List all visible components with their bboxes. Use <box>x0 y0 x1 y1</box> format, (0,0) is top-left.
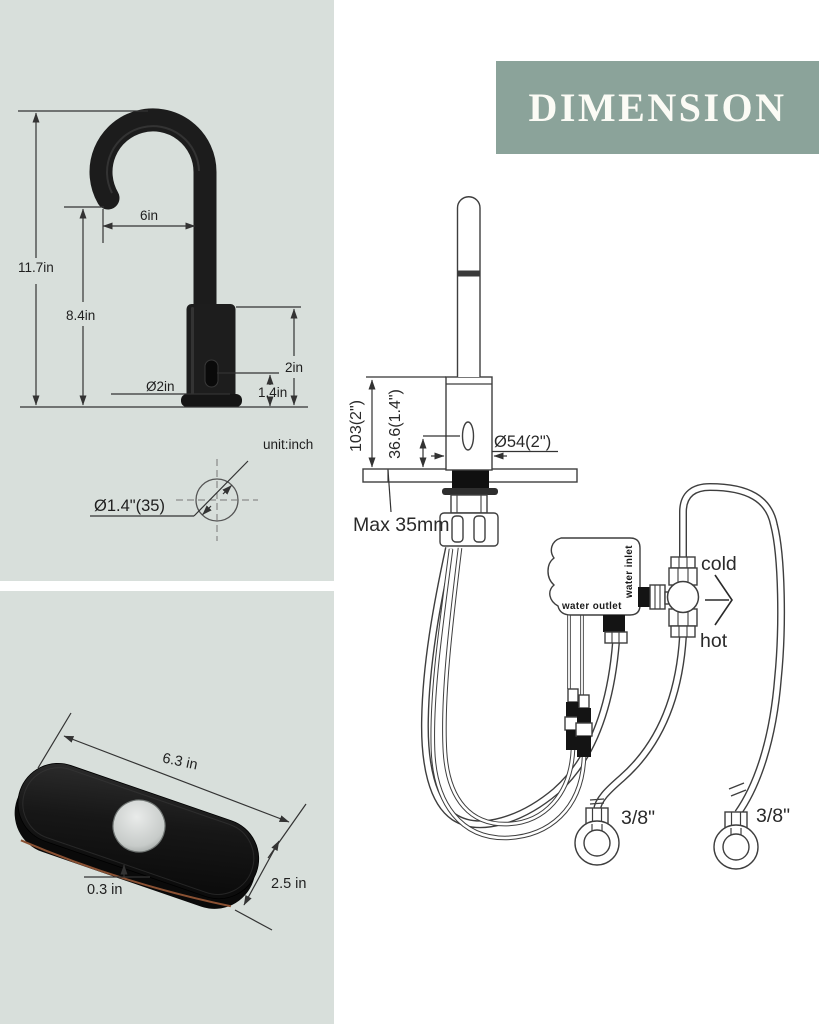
hose-ring-fitting-left <box>574 807 620 866</box>
shank-flange <box>442 488 498 495</box>
spout-height-label: 8.4in <box>66 308 95 323</box>
faucet-photo <box>89 108 242 407</box>
faucet-dimension-drawing: 11.7in 8.4in 6in 2in 1.4in Ø2in <box>18 108 313 541</box>
plate-width-label: 2.5 in <box>271 876 306 892</box>
cold-hot-callout: cold hot <box>700 553 737 652</box>
deck-plate-photo <box>14 762 260 909</box>
cold-supply-hose <box>679 482 786 816</box>
installation-diagram: 3/8" 3/8" water outlet water inlet <box>348 196 790 870</box>
copper-edge-accent <box>20 839 232 908</box>
sensor-height-label: 1.4in <box>258 385 287 400</box>
spout-highlight <box>106 125 200 194</box>
sensor-window <box>204 359 219 388</box>
faucet-body <box>186 304 236 399</box>
plate-dimensions: 6.3 in 2.5 in 0.3 in <box>37 712 307 931</box>
drawing-dimensions: 103(2") 36.6(1.4") Ø54(2") Max 35mm <box>348 376 558 536</box>
technical-drawing: 3/8" 3/8" water outlet water inlet <box>345 180 819 990</box>
valve-body <box>666 580 700 614</box>
faucet-outline <box>362 196 578 547</box>
threaded-shank <box>450 494 488 514</box>
hot-label: hot <box>700 630 728 652</box>
cold-label: cold <box>701 553 737 575</box>
direction-arrow-icon <box>714 574 733 626</box>
banner-title: DIMENSION <box>528 85 787 130</box>
dimension-banner: DIMENSION <box>496 61 819 154</box>
body-above-sensor-label: 2in <box>285 360 303 375</box>
plate-thickness-label: 0.3 in <box>87 882 122 898</box>
faucet-base <box>181 394 242 407</box>
spout-seam <box>457 270 480 277</box>
spout-reach-label: 6in <box>140 208 158 223</box>
body-highlight <box>191 307 194 395</box>
hole-diagram: Ø1.4"(35) <box>90 459 258 541</box>
water-outlet-label: water outlet <box>561 601 622 612</box>
quick-connectors <box>564 688 593 757</box>
hose-ring-fitting-right <box>713 811 759 870</box>
faucet-dimension-panel: 11.7in 8.4in 6in 2in 1.4in Ø2in <box>0 0 334 581</box>
plate-dimension-drawing: 6.3 in 2.5 in 0.3 in <box>14 712 307 931</box>
mixer-valve <box>649 556 700 638</box>
control-box: water outlet water inlet <box>547 537 650 644</box>
sensor-center-height-label: 36.6(1.4") <box>387 389 404 459</box>
water-inlet-label: water inlet <box>624 545 635 599</box>
faucet-dimensions: 11.7in 8.4in 6in 2in 1.4in Ø2in <box>18 110 313 452</box>
hoses <box>420 482 786 841</box>
body-height-label: 103(2") <box>348 400 365 452</box>
max-deck-thickness-label: Max 35mm <box>353 514 449 536</box>
sensor-window-outline <box>461 421 475 451</box>
base-spacer <box>452 470 489 489</box>
body-diameter-label: Ø54(2") <box>494 433 551 451</box>
plate-length-label: 6.3 in <box>161 750 199 773</box>
hot-hose-size-label: 3/8" <box>621 807 655 829</box>
cold-hose-size-label: 3/8" <box>756 805 790 827</box>
total-height-label: 11.7in <box>18 260 54 275</box>
gooseneck-spout <box>89 108 217 322</box>
box-outlet-port <box>603 615 625 632</box>
hole-diameter-label: Ø1.4"(35) <box>94 497 165 515</box>
spout-outline <box>456 196 481 377</box>
base-diameter-label: Ø2in <box>146 379 175 394</box>
unit-note: unit:inch <box>263 437 313 452</box>
box-inlet-port <box>638 587 650 607</box>
plate-dimension-panel: 6.3 in 2.5 in 0.3 in <box>0 591 334 1024</box>
